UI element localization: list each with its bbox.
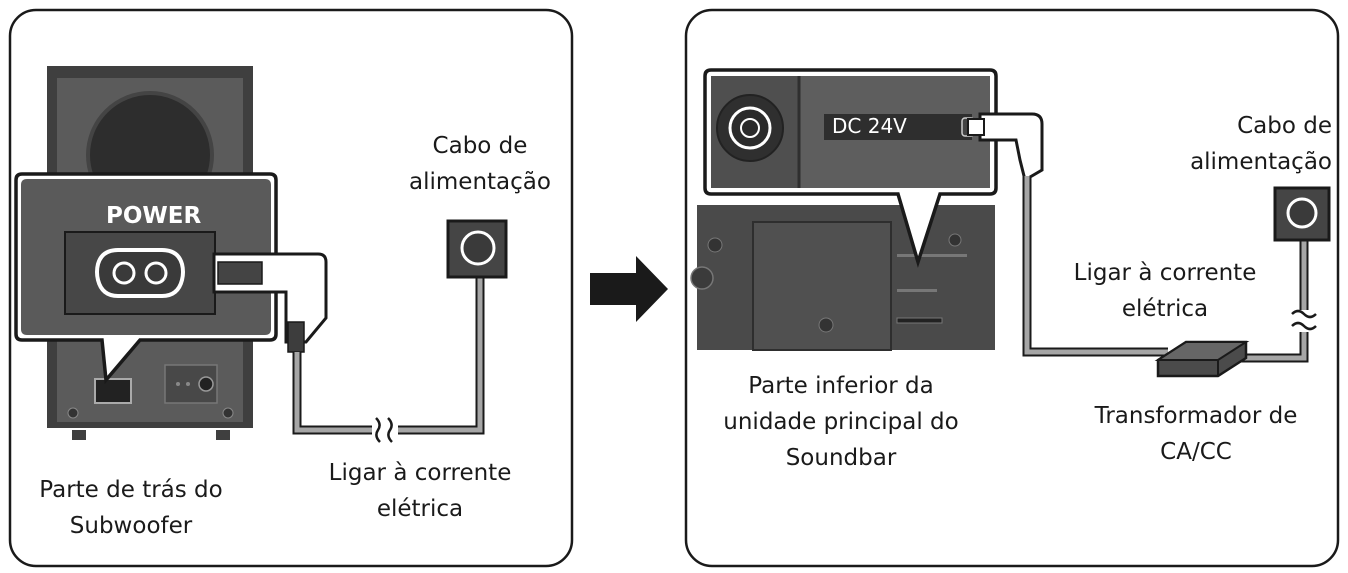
- ac-dc-adapter-icon: [1154, 340, 1250, 378]
- right-outlet-label: Ligar à corrente elétrica: [1073, 260, 1257, 322]
- iec-socket: [95, 248, 185, 298]
- left-cable-label: Cabo de alimentação: [409, 133, 551, 195]
- soundbar-label: Parte inferior da unidade principal do S…: [723, 373, 959, 471]
- adapter-label: Transformador de CA/CC: [1094, 403, 1298, 465]
- power-callout: [14, 172, 278, 385]
- subwoofer-label: Parte de trás do Subwoofer: [39, 477, 223, 539]
- arrow-right-icon: [590, 256, 668, 322]
- power-plug-icon: [212, 252, 328, 353]
- right-cable-label: Cabo de alimentação: [1190, 113, 1332, 175]
- left-power-cable: [292, 278, 485, 443]
- dc-jack-strip: [824, 114, 972, 140]
- wall-outlet-icon: [446, 219, 508, 279]
- dc-plug-icon: [967, 112, 1044, 183]
- left-outlet-label: Ligar à corrente elétrica: [328, 460, 512, 522]
- soundbar-bottom: [690, 205, 995, 351]
- right-power-cable: [1022, 176, 1317, 363]
- power-label: POWER: [106, 203, 202, 229]
- small-power-socket: [94, 378, 132, 404]
- dc-voltage-label: DC 24V: [832, 114, 907, 138]
- wall-outlet-icon: [1273, 186, 1331, 242]
